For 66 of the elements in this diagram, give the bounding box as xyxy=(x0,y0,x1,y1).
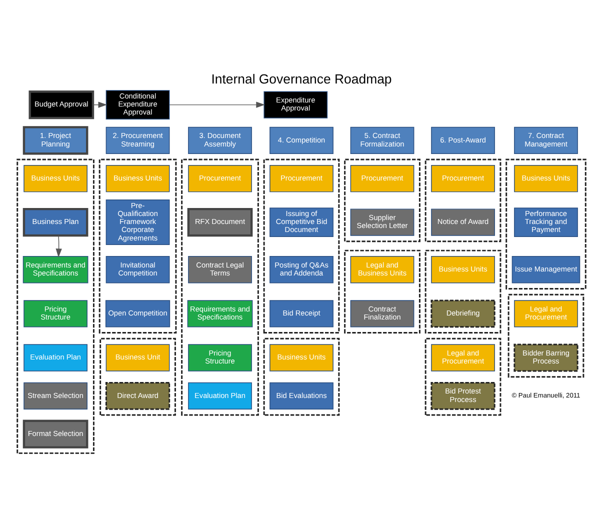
node-box: Supplier Selection Letter xyxy=(350,208,414,236)
node-box: Direct Award xyxy=(105,382,170,410)
node-box: Stream Selection xyxy=(24,382,88,410)
node-box: Pricing Structure xyxy=(188,344,252,372)
node-box: Business Units xyxy=(106,165,170,192)
node-box: 1. Project Planning xyxy=(22,126,88,155)
node-box: Business Unit xyxy=(106,344,170,372)
node-box: Procurement xyxy=(188,165,252,192)
node-box: Conditional Expenditure Approval xyxy=(106,90,170,120)
cluster xyxy=(100,338,176,416)
node-box: 2. Procurement Streaming xyxy=(106,126,170,154)
node-box: 5. Contract Formalization xyxy=(350,126,414,154)
node-box: Notice of Award xyxy=(431,208,495,236)
node-box: Issuing of Competitive Bid Document xyxy=(270,208,334,237)
node-box: 7. Contract Management xyxy=(514,126,578,154)
cluster xyxy=(344,250,420,334)
node-box: Business Plan xyxy=(22,208,88,237)
node-box: Legal and Business Units xyxy=(350,256,414,284)
cluster xyxy=(424,338,502,416)
node-box: Contract Finalization xyxy=(350,300,414,328)
node-box: Business Units xyxy=(270,344,334,372)
node-box: Legal and Procurement xyxy=(514,300,578,328)
node-box: Format Selection xyxy=(22,420,88,448)
node-box: Open Competition xyxy=(105,300,170,328)
node-box: Bidder Barring Process xyxy=(514,344,578,372)
arrow xyxy=(56,235,62,258)
cluster xyxy=(424,250,502,334)
node-box: Procurement xyxy=(431,165,495,192)
node-box: Pricing Structure xyxy=(24,300,88,328)
cluster xyxy=(263,338,340,416)
cluster xyxy=(424,158,502,242)
cluster xyxy=(506,158,586,290)
cluster xyxy=(263,158,340,334)
node-box: Requirements and Specifications xyxy=(22,256,88,284)
node-box: Bid Protest Process xyxy=(430,382,496,410)
arrow xyxy=(169,102,265,108)
node-box: 4. Competition xyxy=(270,126,334,154)
node-box: Business Units xyxy=(24,165,88,192)
node-box: Evaluation Plan xyxy=(188,382,252,410)
node-box: Legal and Procurement xyxy=(431,344,495,372)
node-box: Bid Receipt xyxy=(270,300,334,328)
node-box: Procurement xyxy=(350,165,414,192)
node-box: Business Units xyxy=(431,256,495,284)
cluster xyxy=(98,158,177,334)
cluster xyxy=(16,158,94,454)
node-box: Bid Evaluations xyxy=(270,382,334,410)
node-box: Issue Management xyxy=(512,256,580,284)
node-box: Debriefing xyxy=(430,300,496,328)
node-box: Evaluation Plan xyxy=(24,344,88,372)
node-box: 6. Post-Award xyxy=(431,126,495,154)
node-box: Budget Approval xyxy=(28,90,94,120)
node-box: Performance Tracking and Payment xyxy=(514,208,578,237)
node-box: Business Units xyxy=(514,165,578,192)
node-box: Invitational Competition xyxy=(106,256,170,284)
diagram-title: Internal Governance Roadmap xyxy=(211,71,392,86)
node-box: Expenditure Approval xyxy=(264,91,328,118)
cluster xyxy=(344,158,420,242)
node-box: Posting of Q&As and Addenda xyxy=(270,256,334,284)
cluster xyxy=(181,158,259,416)
node-box: Pre-Qualification Framework Corporate Agreements xyxy=(106,200,170,246)
cluster xyxy=(508,294,584,378)
node-box: Requirements and Specifications xyxy=(187,300,253,328)
node-box: Contract Legal Terms xyxy=(188,256,252,284)
node-box: Procurement xyxy=(270,165,334,192)
node-box: RFX Document xyxy=(187,208,253,237)
node-box: 3. Document Assembly xyxy=(188,126,252,154)
